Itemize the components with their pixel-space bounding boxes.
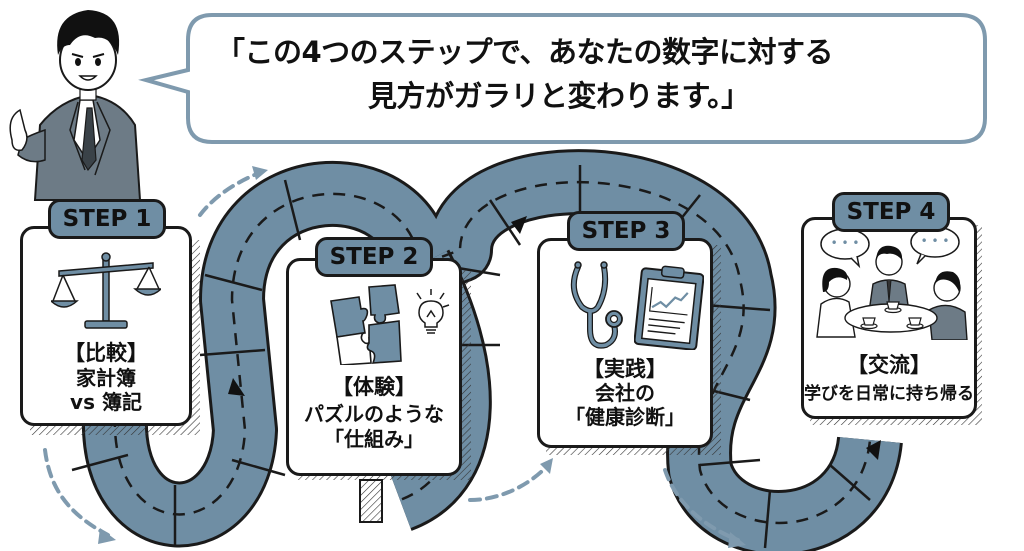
puzzle-icon bbox=[330, 284, 402, 365]
lightbulb-icon bbox=[416, 289, 450, 334]
speech-bubble bbox=[138, 13, 987, 144]
step-2-line-2: 「仕組み」 bbox=[324, 427, 424, 451]
guide-arrowhead-icon bbox=[728, 532, 746, 548]
step-2-line-1: パズルのような bbox=[304, 402, 444, 426]
stethoscope-icon bbox=[570, 261, 623, 349]
svg-text:• • •: • • • bbox=[831, 236, 860, 250]
road-arrow-icon bbox=[866, 440, 881, 460]
card-post bbox=[359, 479, 383, 523]
road-arrow-icon bbox=[511, 216, 527, 234]
step-1-card: 【比較】 家計簿 vs 簿記 bbox=[20, 226, 192, 426]
step-3-line-2: 「健康診断」 bbox=[565, 405, 685, 429]
step-2-tab: STEP 2 bbox=[315, 237, 433, 277]
step-3-tab: STEP 3 bbox=[567, 211, 685, 251]
step-3-line-1: 会社の bbox=[595, 381, 655, 405]
guide-arrowhead-icon bbox=[98, 528, 116, 544]
guide-arrowhead-icon bbox=[540, 458, 553, 474]
speech-line-2: 見方がガラリと変わります。」 bbox=[368, 79, 750, 113]
step-3-title: 【実践】 bbox=[583, 357, 667, 381]
step-4-card: • • • • • • 【交流】 学びを日常に持ち帰る bbox=[801, 217, 977, 419]
group-discussion-icon: • • • • • • bbox=[816, 226, 968, 340]
step-1-tab: STEP 1 bbox=[48, 199, 166, 239]
step-3-card: 【実践】 会社の 「健康診断」 bbox=[537, 238, 713, 448]
step-2-card: 【体験】 パズルのような 「仕組み」 bbox=[286, 258, 462, 476]
step-1-title: 【比較】 bbox=[64, 341, 148, 365]
businessman-pointing-icon bbox=[9, 10, 142, 201]
step-1-line-2: vs 簿記 bbox=[70, 390, 142, 414]
clipboard-chart-icon bbox=[634, 265, 704, 350]
road-arrow-icon bbox=[228, 378, 245, 396]
balance-scale-icon bbox=[51, 252, 161, 329]
guide-arrowhead-icon bbox=[252, 166, 268, 180]
speech-line-1: 「この4つのステップで、あなたの数字に対する bbox=[216, 35, 834, 69]
step-2-title: 【体験】 bbox=[332, 375, 416, 399]
step-1-line-1: 家計簿 bbox=[76, 366, 136, 390]
step-4-line-1: 学びを日常に持ち帰る bbox=[804, 384, 974, 404]
speech-bubble-text: 「この4つのステップで、あなたの数字に対する 見方がガラリと変わります。」 bbox=[190, 30, 990, 118]
svg-text:• • •: • • • bbox=[921, 234, 950, 248]
step-4-tab: STEP 4 bbox=[832, 192, 950, 232]
step-4-title: 【交流】 bbox=[847, 353, 931, 377]
